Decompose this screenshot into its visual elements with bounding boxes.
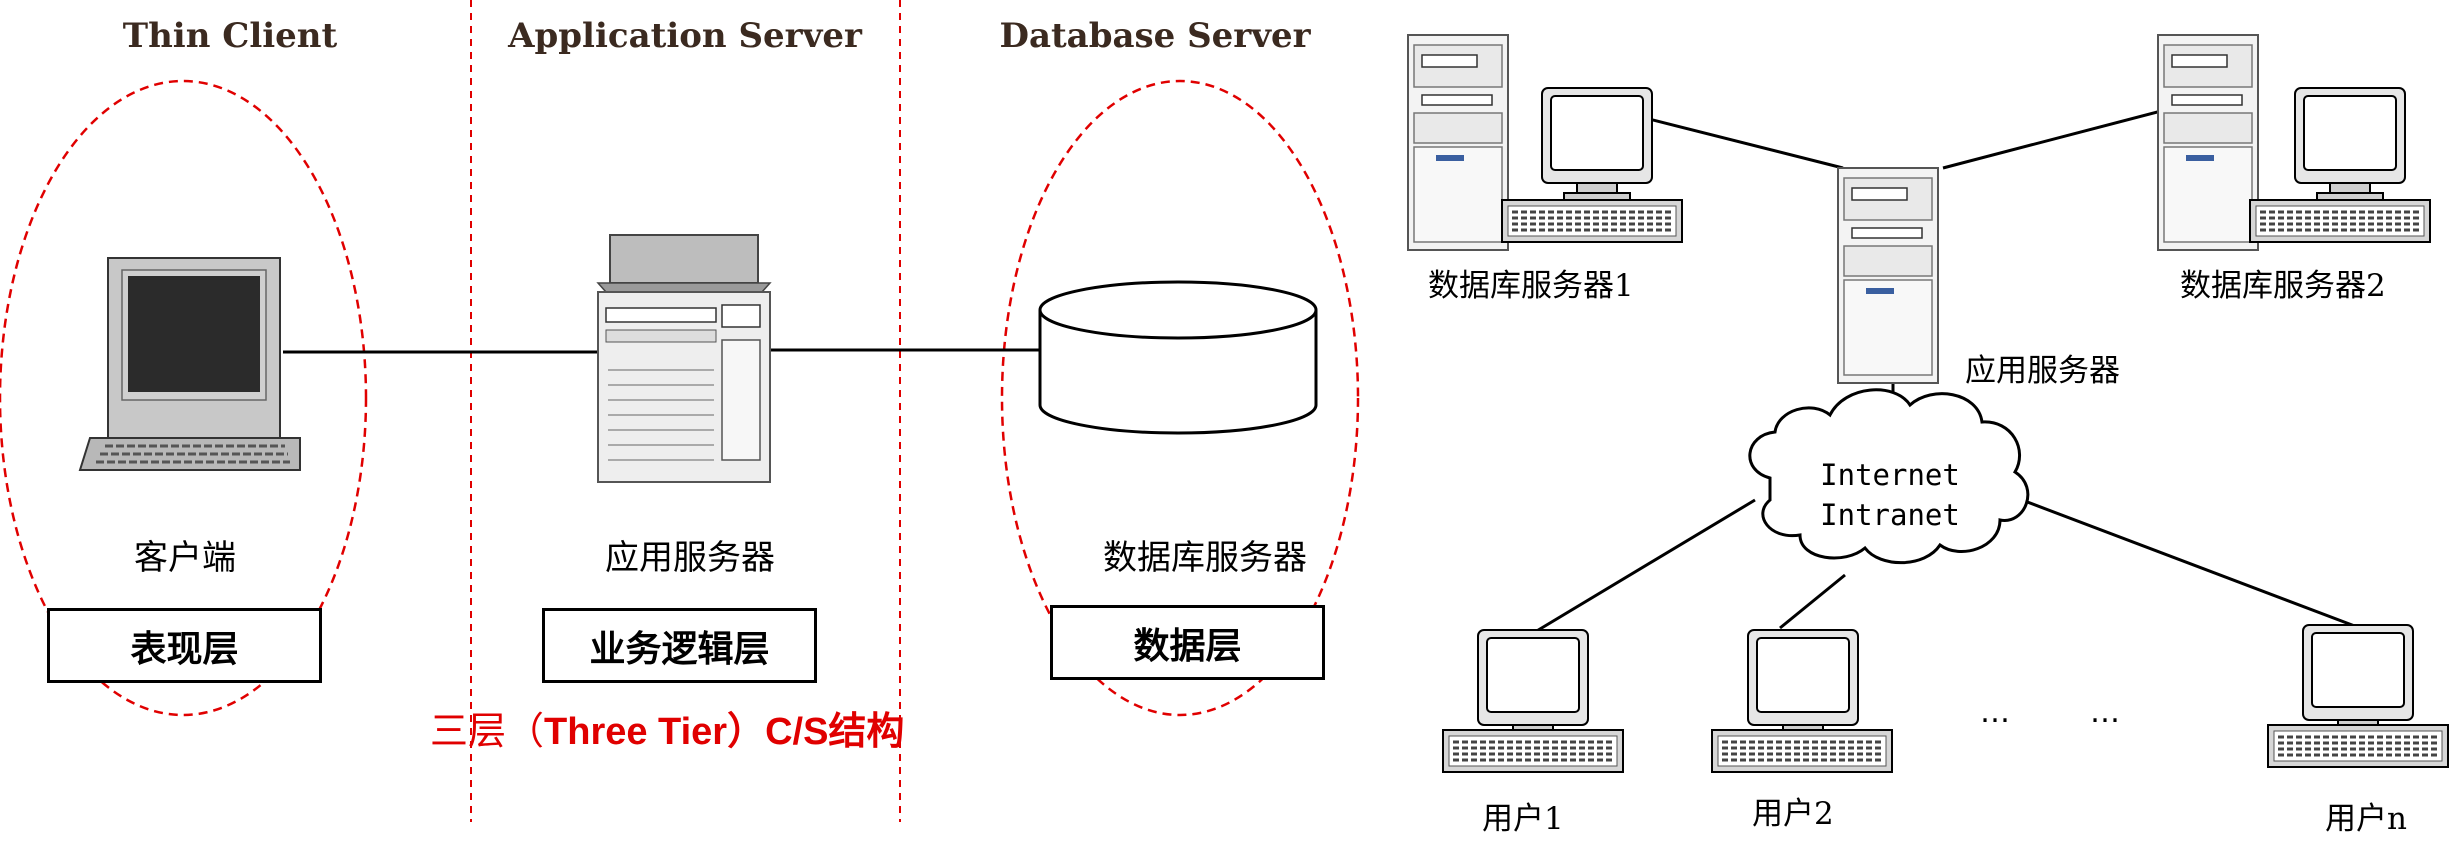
presentation-tier-box: 表现层 xyxy=(47,608,322,683)
three-tier-diagram xyxy=(0,0,1360,822)
three-tier-caption: 三层（Three Tier）C/S结构 xyxy=(430,700,904,755)
data-tier-box: 数据层 xyxy=(1050,605,1325,680)
caption-prefix: 三层（ xyxy=(430,709,545,753)
network-diagram xyxy=(1407,34,2450,774)
app-server-tower-icon xyxy=(1837,167,1939,384)
db-server-2-label: 数据库服务器2 xyxy=(2180,268,2386,304)
database-icon xyxy=(1038,280,1318,435)
client-label: 客户端 xyxy=(134,538,236,578)
laptop-icon xyxy=(78,257,301,471)
db1-app-link xyxy=(1644,116,1844,170)
client-ellipse xyxy=(0,79,368,717)
caption-suffix: ）C/S结构 xyxy=(727,711,905,753)
user-n-icon xyxy=(2266,624,2450,769)
network-cloud-icon xyxy=(1748,388,2030,565)
app-server-label: 应用服务器 xyxy=(605,538,775,578)
db-ellipse xyxy=(1000,79,1360,717)
app-server-right-label: 应用服务器 xyxy=(1965,353,2120,389)
user-n-label: 用户n xyxy=(2325,801,2407,837)
user-2-icon xyxy=(1710,629,1894,774)
network-label: Internet Intranet xyxy=(1800,455,1980,535)
db-server-2-icon xyxy=(2157,34,2432,251)
network-label-line2: Intranet xyxy=(1820,498,1960,532)
ellipsis-2: … xyxy=(2090,695,2126,730)
cloud-user1-link xyxy=(1534,498,1756,634)
db2-app-link xyxy=(1942,108,2166,170)
db-server-1-label: 数据库服务器1 xyxy=(1428,268,1634,304)
user-1-icon xyxy=(1441,629,1625,774)
business-tier-box: 业务逻辑层 xyxy=(542,608,817,683)
db-server-label: 数据库服务器 xyxy=(1103,538,1307,578)
db-server-1-icon xyxy=(1407,34,1684,251)
caption-bold: Three Tier xyxy=(544,711,728,753)
cloud-user2-link xyxy=(1779,573,1846,630)
cloud-usern-link xyxy=(2021,498,2361,630)
header-database-server: Database Server xyxy=(999,16,1311,56)
header-thin-client: Thin Client xyxy=(122,16,338,56)
header-application-server: Application Server xyxy=(508,16,862,56)
user-1-label: 用户1 xyxy=(1482,801,1564,837)
ellipsis-1: … xyxy=(1980,695,2016,730)
app-server-icon xyxy=(596,234,772,483)
user-2-label: 用户2 xyxy=(1752,796,1834,832)
network-label-line1: Internet xyxy=(1820,458,1960,492)
